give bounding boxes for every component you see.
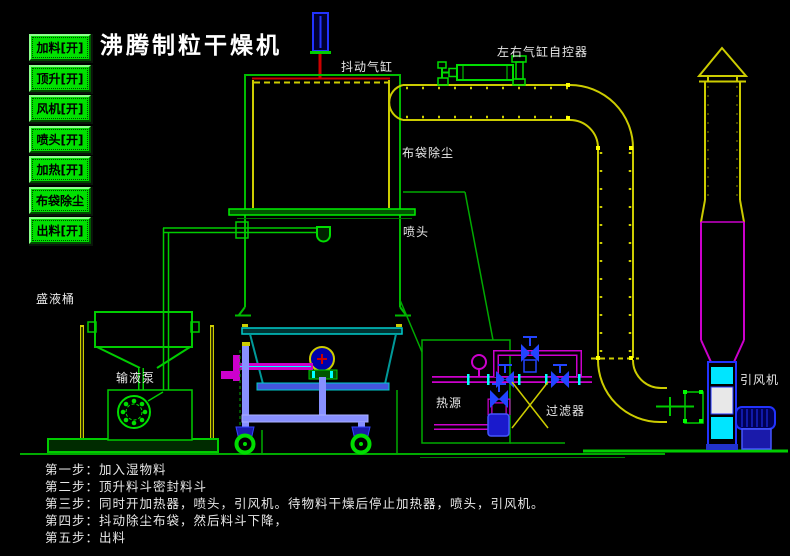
- step-line-2: 第二步：顶升料斗密封料斗: [45, 479, 208, 494]
- label-liquid-pump: 输液泵: [116, 370, 155, 385]
- button-heat[interactable]: 加热[开]: [29, 156, 91, 183]
- exhaust-duct: [388, 83, 667, 423]
- label-lr-cylinder-controller: 左右气缸自控器: [497, 44, 588, 59]
- valve-icon: [521, 336, 539, 362]
- label-shaker-cylinder: 抖动气缸: [341, 59, 393, 74]
- page-title: 沸腾制粒干燥机: [100, 33, 282, 59]
- valve-icon: [490, 383, 508, 408]
- draft-fan: 引风机: [656, 361, 779, 450]
- liquid-pump: 输液泵: [107, 228, 193, 441]
- fluid-bed-vessel: 布袋除尘: [228, 74, 454, 327]
- floor-lines: [20, 390, 788, 458]
- step-line-3: 第三步：同时开加热器，喷头，引风机。待物料干燥后停止加热器，喷头，引风机。: [45, 496, 545, 511]
- label-heat-source: 热源: [436, 396, 462, 410]
- button-bag-dust[interactable]: 布袋除尘: [29, 187, 91, 214]
- shaker-cylinder: 抖动气缸: [310, 12, 393, 78]
- step-line-4: 第四步：抖动除尘布袋，然后料斗下降，: [45, 513, 289, 528]
- valve-icon: [551, 364, 569, 388]
- label-bag-dust: 布袋除尘: [402, 145, 454, 160]
- exhaust-stack: [696, 46, 749, 363]
- button-discharge[interactable]: 出料[开]: [29, 217, 91, 244]
- button-nozzle[interactable]: 喷头[开]: [29, 126, 91, 153]
- label-draft-fan: 引风机: [740, 373, 779, 387]
- button-lift[interactable]: 顶升[开]: [29, 65, 91, 92]
- lr-air-cylinder: 左右气缸自控器: [437, 44, 588, 86]
- hopper-trolley: [221, 327, 403, 455]
- label-spray-head: 喷头: [403, 225, 429, 239]
- label-liquid-tank: 盛液桶: [36, 291, 75, 306]
- button-fan[interactable]: 风机[开]: [29, 95, 91, 122]
- label-filter: 过滤器: [546, 404, 585, 418]
- button-feed[interactable]: 加料[开]: [29, 34, 91, 61]
- heat-source-filter: 热源 过滤器: [399, 191, 592, 444]
- procedure-steps: 第一步：加入湿物料 第二步：顶升料斗密封料斗 第三步：同时开加热器，喷头，引风机…: [45, 461, 545, 546]
- step-line-5: 第五步：出料: [45, 530, 127, 545]
- spray-system: 喷头: [163, 221, 429, 243]
- step-line-1: 第一步：加入湿物料: [45, 462, 167, 477]
- liquid-tank: 盛液桶: [36, 291, 219, 453]
